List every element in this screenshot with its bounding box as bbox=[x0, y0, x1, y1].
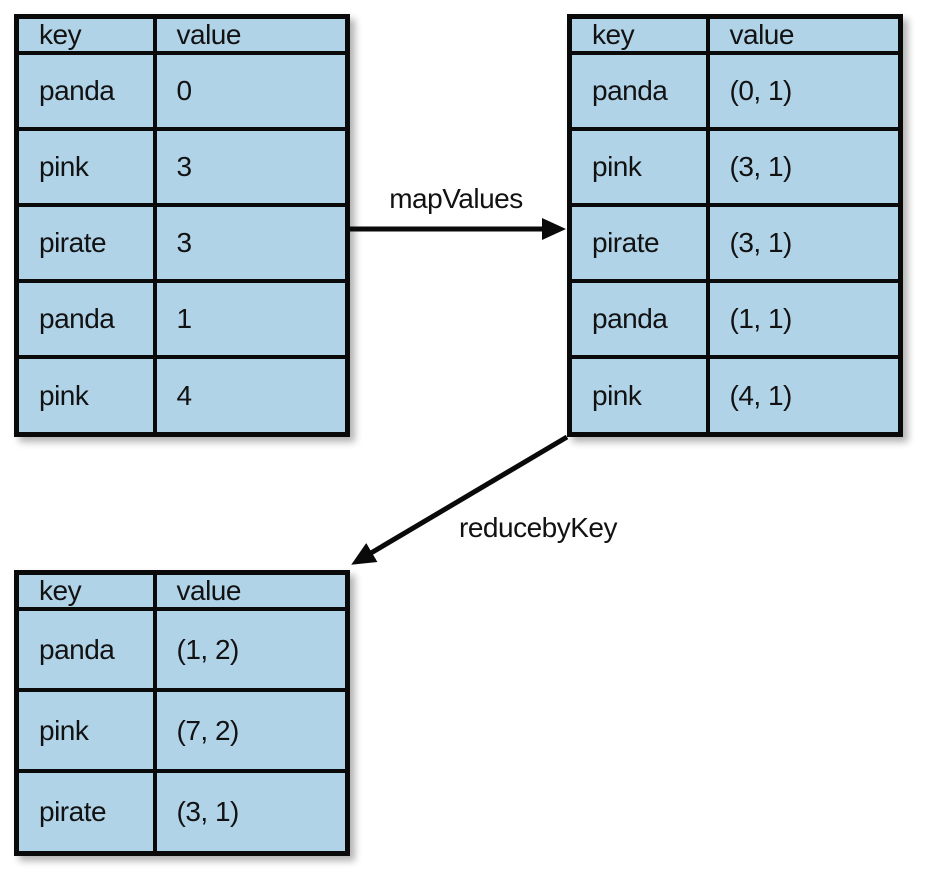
cell-value: 1 bbox=[152, 279, 350, 360]
cell-value: 4 bbox=[152, 355, 350, 437]
table-row: panda (1, 1) bbox=[567, 279, 903, 360]
cell-key: pink bbox=[567, 355, 710, 437]
cell-key: pirate bbox=[14, 769, 157, 856]
cell-value: 3 bbox=[152, 203, 350, 284]
table-row: pink 4 bbox=[14, 355, 350, 437]
header-key: key bbox=[14, 14, 157, 55]
cell-value: (7, 2) bbox=[152, 688, 350, 774]
cell-key: pink bbox=[567, 127, 710, 208]
cell-key: pirate bbox=[567, 203, 710, 284]
cell-value: (3, 1) bbox=[152, 769, 350, 856]
cell-key: pink bbox=[14, 127, 157, 208]
cell-key: pirate bbox=[14, 203, 157, 284]
table-reduced-rdd: key value panda (1, 2) pink (7, 2) pirat… bbox=[14, 570, 350, 856]
header-value: value bbox=[705, 14, 903, 55]
table-row: panda 0 bbox=[14, 50, 350, 132]
table-row: pink (7, 2) bbox=[14, 688, 350, 774]
cell-key: panda bbox=[14, 279, 157, 360]
header-value: value bbox=[152, 14, 350, 55]
cell-value: (4, 1) bbox=[705, 355, 903, 437]
cell-value: (3, 1) bbox=[705, 127, 903, 208]
header-key: key bbox=[14, 570, 157, 611]
table-row: pirate 3 bbox=[14, 203, 350, 284]
cell-value: (3, 1) bbox=[705, 203, 903, 284]
table-header-row: key value bbox=[567, 14, 903, 55]
header-value: value bbox=[152, 570, 350, 611]
table-row: pink (3, 1) bbox=[567, 127, 903, 208]
table-header-row: key value bbox=[14, 14, 350, 55]
table-row: pirate (3, 1) bbox=[14, 769, 350, 856]
cell-value: (1, 2) bbox=[152, 606, 350, 693]
table-input-rdd: key value panda 0 pink 3 pirate 3 panda … bbox=[14, 14, 350, 437]
table-header-row: key value bbox=[14, 570, 350, 611]
cell-key: panda bbox=[567, 50, 710, 132]
cell-key: pink bbox=[14, 688, 157, 774]
cell-value: 3 bbox=[152, 127, 350, 208]
table-row: pink 3 bbox=[14, 127, 350, 208]
cell-value: (1, 1) bbox=[705, 279, 903, 360]
cell-key: panda bbox=[567, 279, 710, 360]
table-row: pirate (3, 1) bbox=[567, 203, 903, 284]
reduce-by-key-label: reducebyKey bbox=[459, 512, 617, 543]
map-values-label: mapValues bbox=[389, 183, 523, 214]
table-row: panda (1, 2) bbox=[14, 606, 350, 693]
cell-key: panda bbox=[14, 606, 157, 693]
table-row: panda 1 bbox=[14, 279, 350, 360]
cell-key: pink bbox=[14, 355, 157, 437]
cell-value: (0, 1) bbox=[705, 50, 903, 132]
cell-value: 0 bbox=[152, 50, 350, 132]
table-row: panda (0, 1) bbox=[567, 50, 903, 132]
table-mapped-rdd: key value panda (0, 1) pink (3, 1) pirat… bbox=[567, 14, 903, 437]
table-row: pink (4, 1) bbox=[567, 355, 903, 437]
cell-key: panda bbox=[14, 50, 157, 132]
header-key: key bbox=[567, 14, 710, 55]
